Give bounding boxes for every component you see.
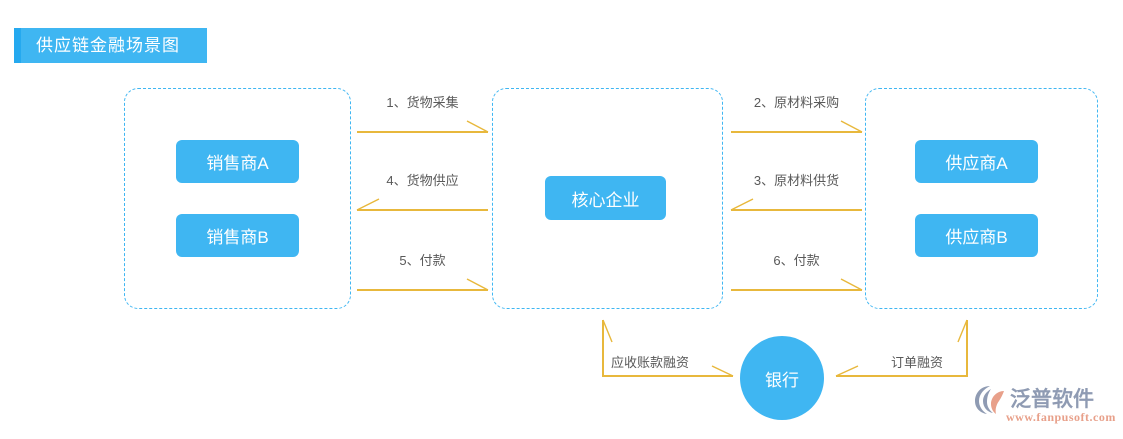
flow-arrow-3: 3、原材料供货: [730, 170, 862, 216]
flow-label-1: 1、货物采集: [386, 95, 459, 110]
node-seller-b[interactable]: 销售商B: [176, 214, 299, 257]
brand-name: 泛普软件: [1010, 388, 1094, 411]
suppliers-group-box: [865, 88, 1098, 309]
financing-label-right: 订单融资: [891, 355, 944, 370]
flow-arrow-2: 2、原材料采购: [731, 92, 863, 138]
financing-label-left: 应收账款融资: [611, 355, 690, 370]
flow-arrow-5: 5、付款: [357, 250, 489, 296]
brand-watermark: 泛普软件 www.fanpusoft.com: [974, 383, 1119, 430]
flow-label-3: 3、原材料供货: [753, 173, 840, 188]
arrow-left-icon: [356, 198, 488, 211]
flow-arrow-1: 1、货物采集: [357, 92, 489, 138]
title-accent-strip: [14, 28, 21, 63]
brand-url: www.fanpusoft.com: [1006, 410, 1116, 424]
node-supplier-b[interactable]: 供应商B: [915, 214, 1038, 257]
node-supplier-a[interactable]: 供应商A: [915, 140, 1038, 183]
sellers-group-box: [124, 88, 351, 309]
arrow-right-icon: [731, 278, 863, 291]
core-enterprise-group-box: [492, 88, 723, 309]
arrow-right-icon: [357, 278, 489, 291]
flow-label-4: 4、货物供应: [386, 173, 459, 188]
flow-arrow-4: 4、货物供应: [356, 170, 488, 216]
page-title: 供应链金融场景图: [36, 36, 180, 55]
fanpu-logo-icon: [975, 386, 1004, 414]
flow-label-5: 5、付款: [399, 253, 446, 268]
flow-label-6: 6、付款: [773, 253, 820, 268]
node-bank[interactable]: 银行: [740, 336, 824, 420]
financing-connector-left: [602, 319, 734, 377]
page-title-bar: 供应链金融场景图: [14, 28, 207, 63]
flow-label-2: 2、原材料采购: [753, 95, 840, 110]
financing-connector-right: [835, 319, 968, 377]
arrow-left-icon: [730, 198, 862, 211]
node-seller-a[interactable]: 销售商A: [176, 140, 299, 183]
arrow-right-icon: [731, 120, 863, 133]
node-core-enterprise[interactable]: 核心企业: [545, 176, 666, 220]
flow-arrow-6: 6、付款: [731, 250, 863, 296]
arrow-right-icon: [357, 120, 489, 133]
